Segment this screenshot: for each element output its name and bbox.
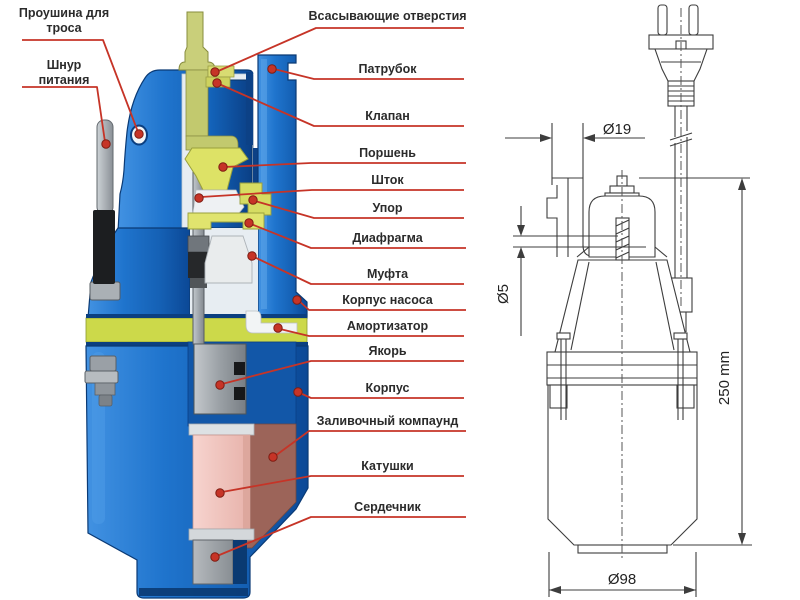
tie-bolt-head — [556, 332, 571, 340]
label-rope-eyelet: Проушина для троса — [18, 6, 110, 36]
rod-nut — [190, 278, 207, 288]
leader-coils — [221, 475, 464, 493]
side-bolt-washer — [84, 370, 119, 384]
bolt-boss — [676, 384, 695, 409]
dome-edge-shadow — [246, 72, 253, 145]
coil-part — [192, 434, 251, 530]
stud-inner — [185, 69, 209, 137]
dim-overall-height: 250 mm — [639, 177, 752, 546]
leader-pump-housing — [298, 300, 466, 311]
leader-suction-holes — [215, 27, 464, 73]
tie-bolt-head — [673, 332, 688, 340]
dim-base-diameter: Ø98 — [548, 552, 697, 597]
dim-label-d98: Ø98 — [608, 571, 636, 588]
side-bolt — [89, 355, 117, 372]
cable-clamp — [89, 281, 121, 301]
leader-coupling — [253, 256, 464, 285]
leader-potting-compound — [274, 430, 466, 457]
label-power-cord: Шнур питания — [38, 58, 90, 88]
rod-nut — [188, 252, 209, 278]
label-diaphragm: Диафрагма — [352, 231, 423, 245]
rod-nut — [187, 235, 210, 253]
label-shock-absorber: Амортизатор — [346, 319, 429, 333]
dim-eyelet-diameter: Ø19 — [505, 121, 645, 142]
label-valve: Клапан — [365, 109, 410, 123]
label-stop: Упор — [372, 201, 403, 215]
leader-power-cord — [22, 86, 106, 143]
leader-diaphragm — [250, 223, 466, 249]
coupling-part — [204, 235, 253, 284]
leader-armature — [221, 360, 464, 385]
eyelet-bracket-outline — [546, 123, 593, 257]
leader-rope-eyelet — [22, 39, 139, 133]
rope-eyelet-stud — [178, 11, 216, 71]
label-coils: Катушки — [361, 459, 414, 473]
dim-label-d19: Ø19 — [603, 121, 631, 138]
power-cord-sleeve — [93, 210, 115, 284]
label-pump-housing: Корпус насоса — [342, 293, 433, 307]
label-potting-compound: Заливочный компаунд — [316, 414, 459, 428]
leader-piston — [223, 162, 466, 168]
coil-flange-top — [188, 423, 255, 436]
leader-lines — [22, 27, 466, 562]
label-piston: Поршень — [359, 146, 416, 160]
label-armature: Якорь — [368, 344, 407, 358]
leader-core — [216, 516, 466, 557]
core-part — [192, 539, 234, 585]
core-shadow — [233, 540, 247, 584]
armature-part — [193, 343, 247, 415]
label-core: Сердечник — [354, 500, 421, 514]
side-bolt-body — [94, 382, 116, 396]
foot-bottom-edge — [139, 588, 248, 596]
leader-shock-absorber — [279, 328, 464, 337]
power-cord-part — [96, 119, 114, 215]
armature-slot — [234, 387, 245, 400]
coil-shade — [243, 435, 250, 529]
bolt-boss — [549, 384, 568, 409]
leader-rod — [200, 189, 464, 198]
leader-body — [299, 392, 464, 399]
dim-inlet-hole: Ø5 — [495, 206, 646, 336]
pump-cutaway-drawing — [84, 11, 309, 599]
label-suction-holes: Всасывающие отверстия — [308, 9, 467, 23]
leader-valve — [218, 83, 464, 127]
dim-label-height: 250 mm — [716, 351, 733, 405]
label-branch-pipe: Патрубок — [358, 62, 417, 76]
branch-pipe-highlight — [261, 59, 267, 309]
label-rod: Шток — [371, 173, 404, 187]
absorber-hook — [245, 310, 298, 334]
coil-flange-bottom — [188, 528, 255, 541]
label-body: Корпус — [365, 381, 410, 395]
dim-label-d5: Ø5 — [495, 284, 512, 304]
leader-branch-pipe — [273, 68, 464, 80]
side-bolt-tip — [98, 394, 113, 407]
dimension-drawing: Ø19 Ø5 250 mm Ø98 — [495, 4, 752, 597]
leader-stop — [254, 200, 464, 219]
armature-slot — [234, 362, 245, 375]
label-coupling: Муфта — [366, 267, 409, 281]
